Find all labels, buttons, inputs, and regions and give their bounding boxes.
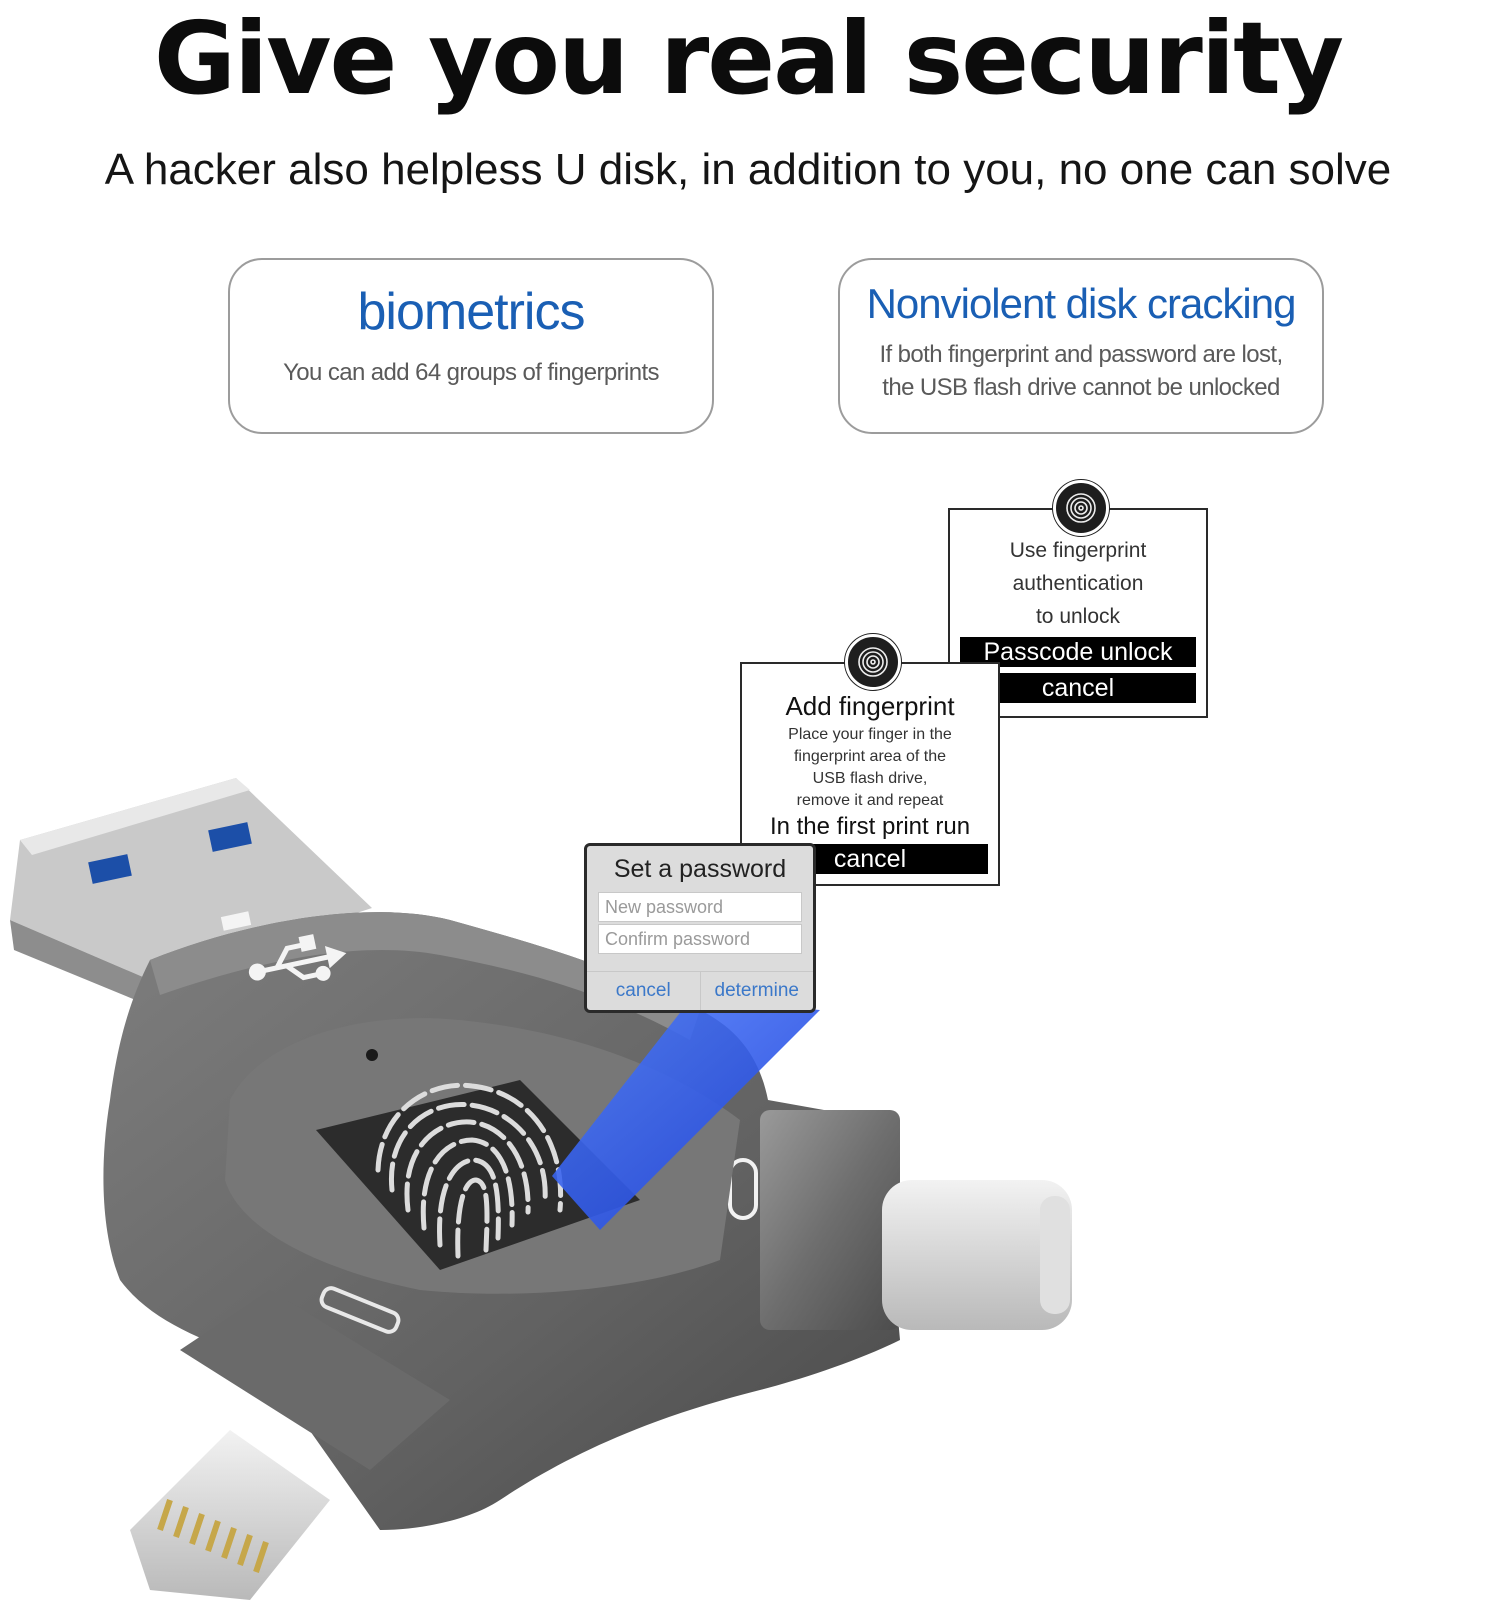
fingerprint-sensor <box>316 1080 640 1270</box>
set-password-dialog: Set a password cancel determine <box>584 843 816 1013</box>
feature-title: Nonviolent disk cracking <box>866 280 1297 327</box>
feature-card-biometrics: biometrics You can add 64 groups of fing… <box>228 258 714 434</box>
feature-description: If both fingerprint and password are los… <box>840 338 1322 404</box>
unlock-message-line: authentication <box>1012 572 1144 595</box>
feature-description-line: the USB flash drive cannot be unlocked <box>882 374 1280 401</box>
add-fingerprint-title: Add fingerprint <box>785 691 955 721</box>
fingerprint-icon <box>375 1082 564 1259</box>
light-beam <box>552 1000 820 1230</box>
password-determine-button[interactable]: determine <box>699 972 814 1010</box>
instruction-line: USB flash drive, <box>812 770 928 787</box>
dialog-actions: cancel determine <box>587 971 813 1010</box>
usb-c-connector <box>728 1110 1072 1330</box>
feature-description-line: If both fingerprint and password are los… <box>879 341 1283 368</box>
page-subheadline: A hacker also helpless U disk, in additi… <box>104 145 1392 194</box>
instruction-line: fingerprint area of the <box>793 748 947 765</box>
instruction-line: remove it and repeat <box>796 792 944 809</box>
status-led <box>366 1049 378 1061</box>
feature-title: biometrics <box>357 283 586 341</box>
feature-description: You can add 64 groups of fingerprints <box>230 356 712 389</box>
lightning-icon <box>319 1286 401 1334</box>
feature-card-nonviolent-cracking: Nonviolent disk cracking If both fingerp… <box>838 258 1324 434</box>
feature-description-line: You can add 64 groups of fingerprints <box>283 359 659 386</box>
print-run-status: In the first print run <box>769 813 971 840</box>
fingerprint-icon <box>1053 480 1109 536</box>
add-fingerprint-instructions: Place your finger in the fingerprint are… <box>742 724 998 812</box>
lightning-connector <box>130 1286 450 1600</box>
password-cancel-button[interactable]: cancel <box>587 972 700 1010</box>
unlock-message: Use fingerprint authentication to unlock <box>950 534 1206 633</box>
instruction-line: Place your finger in the <box>788 726 952 743</box>
fingerprint-icon <box>845 634 901 690</box>
new-password-input[interactable] <box>598 892 802 922</box>
set-password-title: Set a password <box>613 855 787 883</box>
page-headline: Give you real security <box>153 0 1344 117</box>
usb-trident-icon <box>248 934 347 981</box>
unlock-message-line: to unlock <box>1035 605 1121 628</box>
unlock-message-line: Use fingerprint <box>1009 539 1147 562</box>
confirm-password-input[interactable] <box>598 924 802 954</box>
